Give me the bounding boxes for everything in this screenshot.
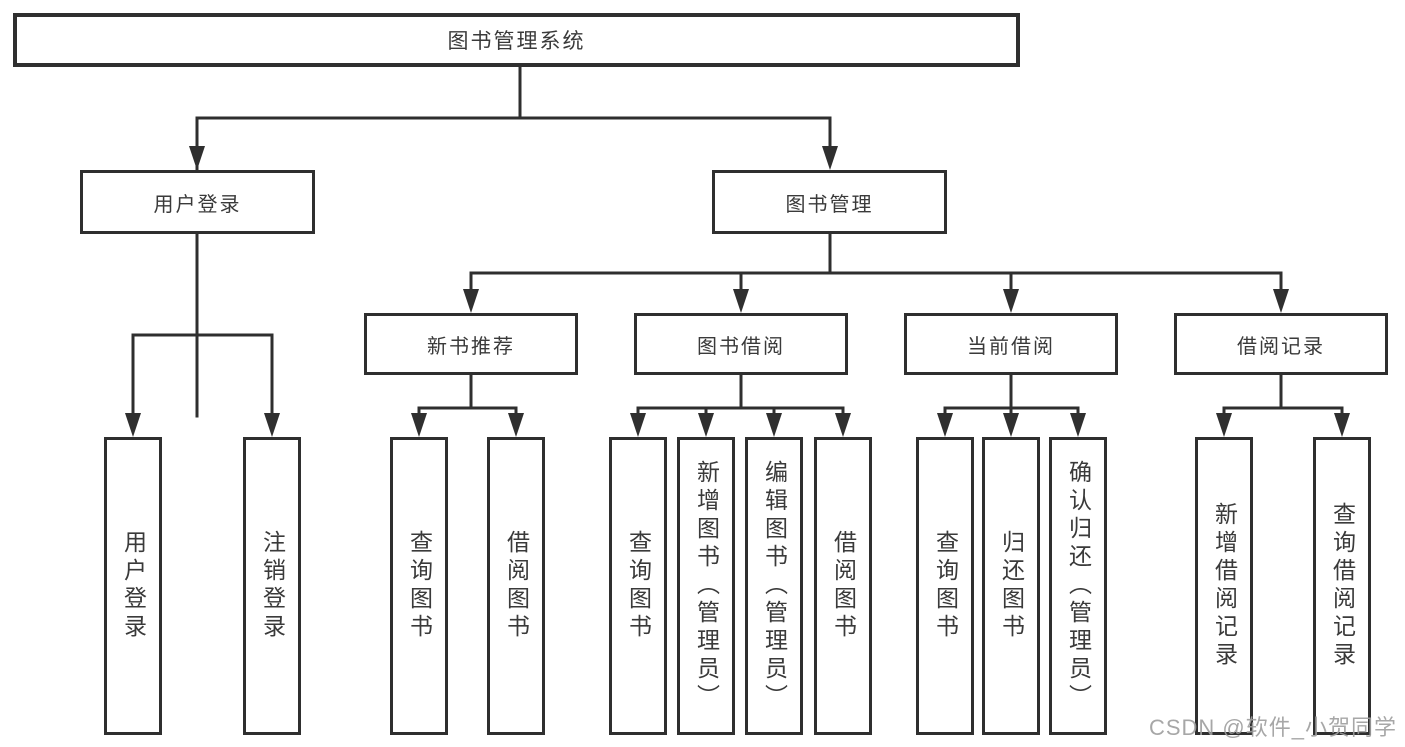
node-leaf-query-book-2-label: 查询图书 [625, 530, 652, 642]
node-leaf-borrow-book-2-label: 借阅图书 [830, 530, 857, 642]
node-leaf-borrow-book-1-label: 借阅图书 [503, 530, 530, 642]
node-current-borrow-label: 当前借阅 [967, 335, 1055, 358]
node-book-borrow-label: 图书借阅 [697, 335, 785, 358]
node-leaf-add-book-admin: 新增图书（管理员） [677, 437, 735, 735]
node-user-login: 用户登录 [80, 170, 315, 234]
node-leaf-query-book-2: 查询图书 [609, 437, 667, 735]
node-leaf-add-borrow-record: 新增借阅记录 [1195, 437, 1253, 735]
node-leaf-confirm-return-admin-label: 确认归还（管理员） [1065, 460, 1092, 712]
node-root-label: 图书管理系统 [447, 30, 586, 53]
node-leaf-query-book-3-label: 查询图书 [932, 530, 959, 642]
node-user-login-label: 用户登录 [153, 193, 242, 216]
node-book-management: 图书管理 [712, 170, 947, 234]
node-leaf-query-book-1: 查询图书 [390, 437, 448, 735]
node-leaf-user-login: 用户登录 [104, 437, 162, 735]
node-leaf-edit-book-admin-label: 编辑图书（管理员） [761, 460, 788, 712]
node-borrow-records-label: 借阅记录 [1237, 335, 1325, 358]
node-current-borrow: 当前借阅 [904, 313, 1118, 375]
node-leaf-borrow-book-1: 借阅图书 [487, 437, 545, 735]
node-leaf-user-login-label: 用户登录 [120, 530, 147, 642]
node-book-borrow: 图书借阅 [634, 313, 848, 375]
node-leaf-borrow-book-2: 借阅图书 [814, 437, 872, 735]
node-leaf-return-book-label: 归还图书 [998, 530, 1025, 642]
node-leaf-query-book-1-label: 查询图书 [406, 530, 433, 642]
node-leaf-logout: 注销登录 [243, 437, 301, 735]
node-leaf-return-book: 归还图书 [982, 437, 1040, 735]
node-book-management-label: 图书管理 [785, 193, 874, 216]
node-new-book-recommend-label: 新书推荐 [427, 335, 515, 358]
node-root: 图书管理系统 [13, 13, 1020, 67]
node-leaf-add-borrow-record-label: 新增借阅记录 [1211, 502, 1238, 670]
node-new-book-recommend: 新书推荐 [364, 313, 578, 375]
node-leaf-query-borrow-record: 查询借阅记录 [1313, 437, 1371, 735]
node-borrow-records: 借阅记录 [1174, 313, 1388, 375]
node-leaf-edit-book-admin: 编辑图书（管理员） [745, 437, 803, 735]
csdn-watermark: CSDN @软件_小贺同学 [1148, 715, 1397, 740]
node-leaf-query-book-3: 查询图书 [916, 437, 974, 735]
node-leaf-confirm-return-admin: 确认归还（管理员） [1049, 437, 1107, 735]
node-leaf-logout-label: 注销登录 [259, 530, 286, 642]
node-leaf-query-borrow-record-label: 查询借阅记录 [1329, 502, 1356, 670]
node-leaf-add-book-admin-label: 新增图书（管理员） [693, 460, 720, 712]
